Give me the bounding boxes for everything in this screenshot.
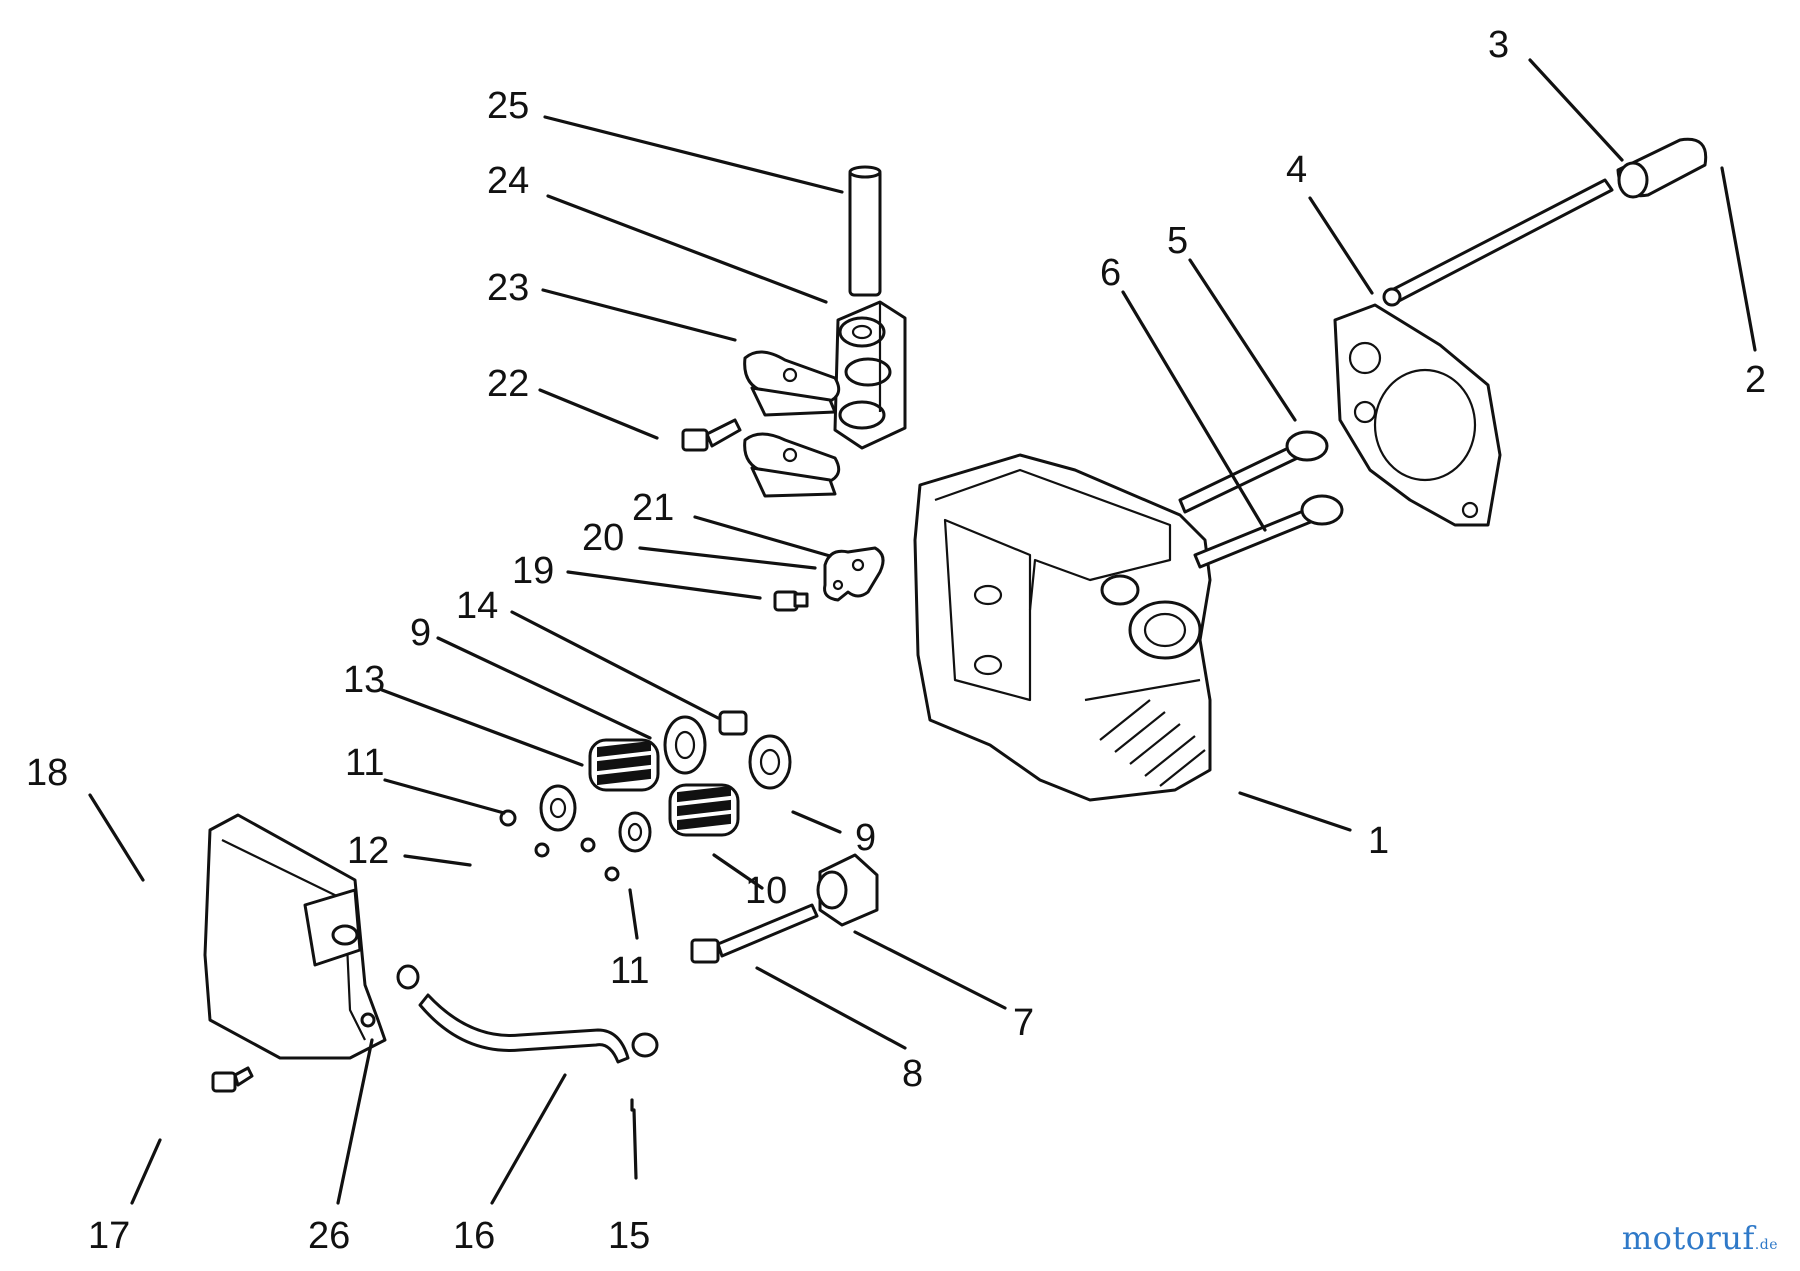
callout-11-lower: 11 xyxy=(610,950,649,992)
part-valve-cover xyxy=(203,813,387,1060)
watermark-domain: .de xyxy=(1754,1237,1778,1253)
callout-12: 12 xyxy=(347,830,389,872)
part-cylinder-head xyxy=(913,453,1212,802)
callout-11-upper: 11 xyxy=(345,742,384,784)
part-rocker-bracket xyxy=(833,300,907,450)
part-long-bolt xyxy=(690,903,819,964)
part-valve-cap xyxy=(718,710,748,736)
callout-22: 22 xyxy=(487,363,529,405)
watermark-text: motoruf xyxy=(1621,1219,1755,1257)
callout-19: 19 xyxy=(512,550,554,592)
site-watermark: motoruf.de xyxy=(1622,1219,1778,1257)
callout-2: 2 xyxy=(1745,359,1766,401)
callout-18: 18 xyxy=(26,752,68,794)
part-cover-bolt xyxy=(211,1066,254,1093)
callout-10: 10 xyxy=(745,870,787,912)
part-guide-plate xyxy=(823,546,885,602)
callout-4: 4 xyxy=(1286,149,1307,191)
callout-16: 16 xyxy=(453,1215,495,1257)
part-valves xyxy=(1178,430,1344,569)
callout-5: 5 xyxy=(1167,220,1188,262)
part-plate-bolt xyxy=(773,590,809,612)
part-push-rod xyxy=(1382,137,1708,307)
part-bushing xyxy=(816,853,879,927)
callout-25: 25 xyxy=(487,85,529,127)
leader-lines xyxy=(88,58,1757,1205)
part-spring-retainers xyxy=(663,715,792,790)
part-rocker-bolt xyxy=(681,418,742,452)
callout-26: 26 xyxy=(308,1215,350,1257)
callout-20: 20 xyxy=(582,517,624,559)
callout-8: 8 xyxy=(902,1053,923,1095)
callout-24: 24 xyxy=(487,160,529,202)
callout-9-lower: 9 xyxy=(855,817,876,859)
part-head-gasket xyxy=(1333,303,1502,527)
part-valve-springs xyxy=(588,738,740,837)
callout-23: 23 xyxy=(487,267,529,309)
callout-9-upper: 9 xyxy=(410,612,431,654)
callout-14: 14 xyxy=(456,585,498,627)
part-rocker-arms xyxy=(743,350,841,498)
callout-15: 15 xyxy=(608,1215,650,1257)
callout-13: 13 xyxy=(343,659,385,701)
callout-21: 21 xyxy=(632,487,674,529)
callout-17: 17 xyxy=(88,1215,130,1257)
callout-7: 7 xyxy=(1013,1002,1034,1044)
callout-1: 1 xyxy=(1368,820,1389,862)
callout-labels: 1 2 3 4 5 6 7 8 9 9 10 11 11 12 13 14 15… xyxy=(26,24,1766,1257)
callout-6: 6 xyxy=(1100,252,1121,294)
part-spring-seats xyxy=(499,784,652,882)
part-breather-hose xyxy=(418,993,630,1064)
callout-3: 3 xyxy=(1488,24,1509,66)
part-pin xyxy=(848,165,882,297)
part-hose-clamps xyxy=(396,964,659,1058)
